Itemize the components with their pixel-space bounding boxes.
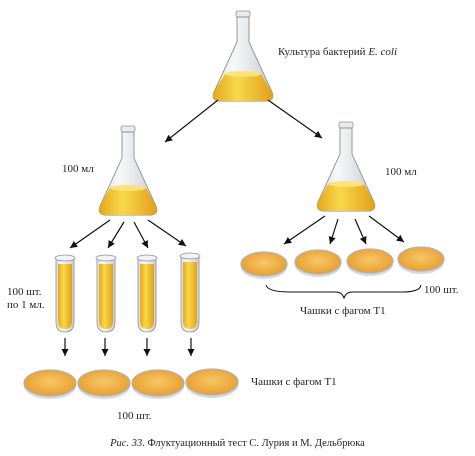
- test-tube-4: [179, 252, 201, 333]
- label-culture-species: E. coli: [368, 46, 398, 58]
- test-tube-1: [54, 254, 76, 333]
- arrow-left-tube-3: [133, 221, 149, 249]
- petri-dish-bottom-1: [23, 369, 77, 399]
- flask-top: [212, 10, 274, 102]
- arrow-top-to-right: [267, 99, 323, 139]
- label-right-volume: 100 мл: [385, 166, 417, 178]
- label-left-volume: 100 мл: [62, 163, 94, 175]
- label-tube-count-2: по 1 мл.: [7, 299, 45, 311]
- petri-dish-right-3: [346, 248, 394, 276]
- label-dishes-left-count: 100 шт.: [117, 410, 152, 422]
- label-dishes-left: Чашки с фагом Т1: [251, 376, 337, 388]
- flask-right: [316, 121, 376, 212]
- petri-dish-bottom-2: [77, 369, 131, 399]
- arrow-left-tube-4: [147, 219, 187, 247]
- label-tube-count-1: 100 шт.: [7, 286, 42, 298]
- arrow-right-dish-4: [368, 215, 405, 243]
- test-tube-3: [136, 254, 158, 333]
- flask-left: [98, 125, 158, 216]
- arrow-left-tube-2: [107, 221, 125, 249]
- caption-fig-number: Рис. 33: [110, 438, 143, 449]
- arrow-left-tube-1: [69, 219, 111, 249]
- petri-dish-bottom-4: [185, 368, 239, 398]
- label-culture: Культура бактерий E. coli: [278, 46, 397, 59]
- label-culture-prefix: Культура бактерий: [278, 46, 369, 58]
- caption-text: . Флуктуационный тест С. Лурия и М. Дель…: [142, 438, 365, 449]
- petri-dish-right-4: [397, 246, 445, 274]
- petri-dish-right-2: [294, 249, 342, 277]
- label-dishes-right-count: 100 шт.: [424, 284, 459, 296]
- petri-dish-right-1: [240, 251, 288, 279]
- test-tube-2: [95, 254, 117, 333]
- arrow-right-dish-3: [354, 218, 367, 245]
- arrow-right-dish-1: [283, 215, 326, 245]
- label-dishes-right: Чашки с фагом Т1: [300, 305, 386, 317]
- figure-caption: Рис. 33. Флуктуационный тест С. Лурия и …: [0, 438, 475, 449]
- petri-dish-bottom-3: [131, 369, 185, 399]
- brace-right-dishes: [265, 284, 422, 300]
- arrow-top-to-left: [164, 99, 219, 143]
- arrow-right-dish-2: [328, 218, 339, 245]
